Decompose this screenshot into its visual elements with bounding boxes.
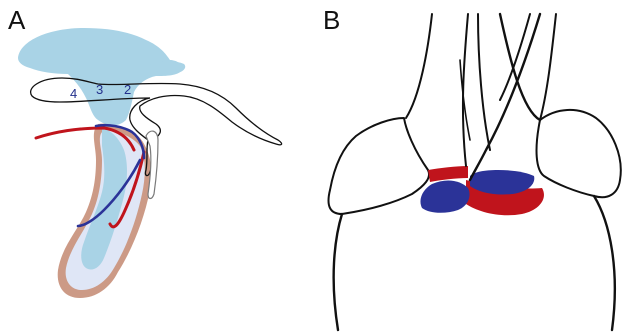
panel-a-number-3: 3 xyxy=(96,82,103,97)
panel-b-stalk-3 xyxy=(478,14,490,150)
panel-b-left-blue-band xyxy=(420,181,469,213)
panel-a-number-4: 4 xyxy=(70,86,77,101)
panel-b-right-lobe xyxy=(537,110,621,197)
panel-b-lower-left-outline xyxy=(334,214,342,330)
panel-b-stalk-8 xyxy=(460,60,470,140)
panel-b-left-lobe xyxy=(329,118,430,214)
panel-b-stalk-2 xyxy=(463,14,468,166)
panel-b-stalk-6 xyxy=(540,14,556,120)
panel-a-number-2: 2 xyxy=(124,82,131,97)
panel-b-diagram xyxy=(329,14,621,330)
panel-a-diagram: 4 3 2 xyxy=(18,28,282,298)
panel-a-ventricle xyxy=(18,28,182,125)
panel-b-left-red-band xyxy=(428,166,468,182)
panel-b-stalk-1 xyxy=(406,14,432,118)
panel-b-lower-right-outline xyxy=(594,196,615,330)
